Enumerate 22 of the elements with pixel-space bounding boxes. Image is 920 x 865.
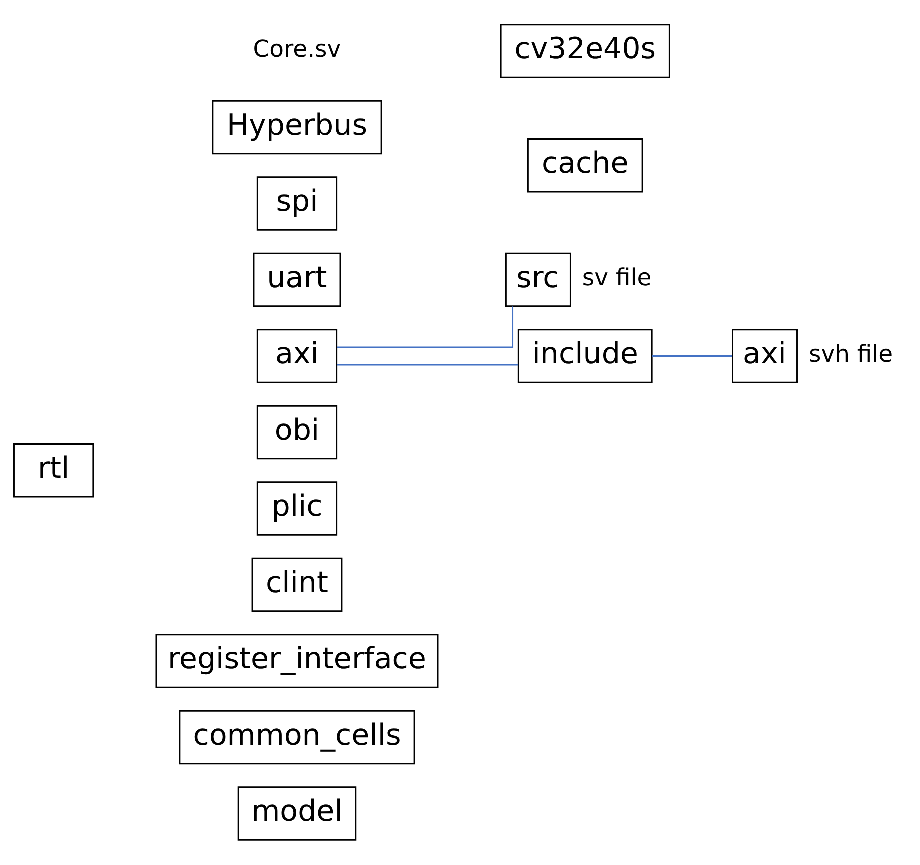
- node-box: obi: [256, 405, 338, 460]
- node-box: Hyperbus: [212, 100, 382, 155]
- connector: [652, 356, 732, 357]
- node-box: axi: [732, 329, 798, 384]
- node-box: cache: [527, 138, 644, 193]
- node-box: clint: [252, 558, 343, 612]
- node-label: svh file: [808, 340, 894, 368]
- node-box: register_interface: [156, 634, 439, 688]
- node-box: include: [518, 329, 653, 384]
- node-box: uart: [253, 252, 342, 308]
- node-box: src: [505, 252, 572, 308]
- node-label: sv file: [582, 264, 652, 292]
- node-box: common_cells: [179, 710, 416, 765]
- label: Core.sv: [253, 34, 342, 63]
- node-box: axi: [256, 329, 338, 384]
- node-box: rtl: [14, 444, 94, 498]
- connector: [337, 364, 519, 366]
- node-box: cv32e40s: [500, 24, 670, 78]
- node-box: spi: [256, 176, 338, 231]
- node-box: plic: [256, 482, 338, 536]
- connector: [337, 306, 514, 348]
- node-box: model: [238, 786, 357, 841]
